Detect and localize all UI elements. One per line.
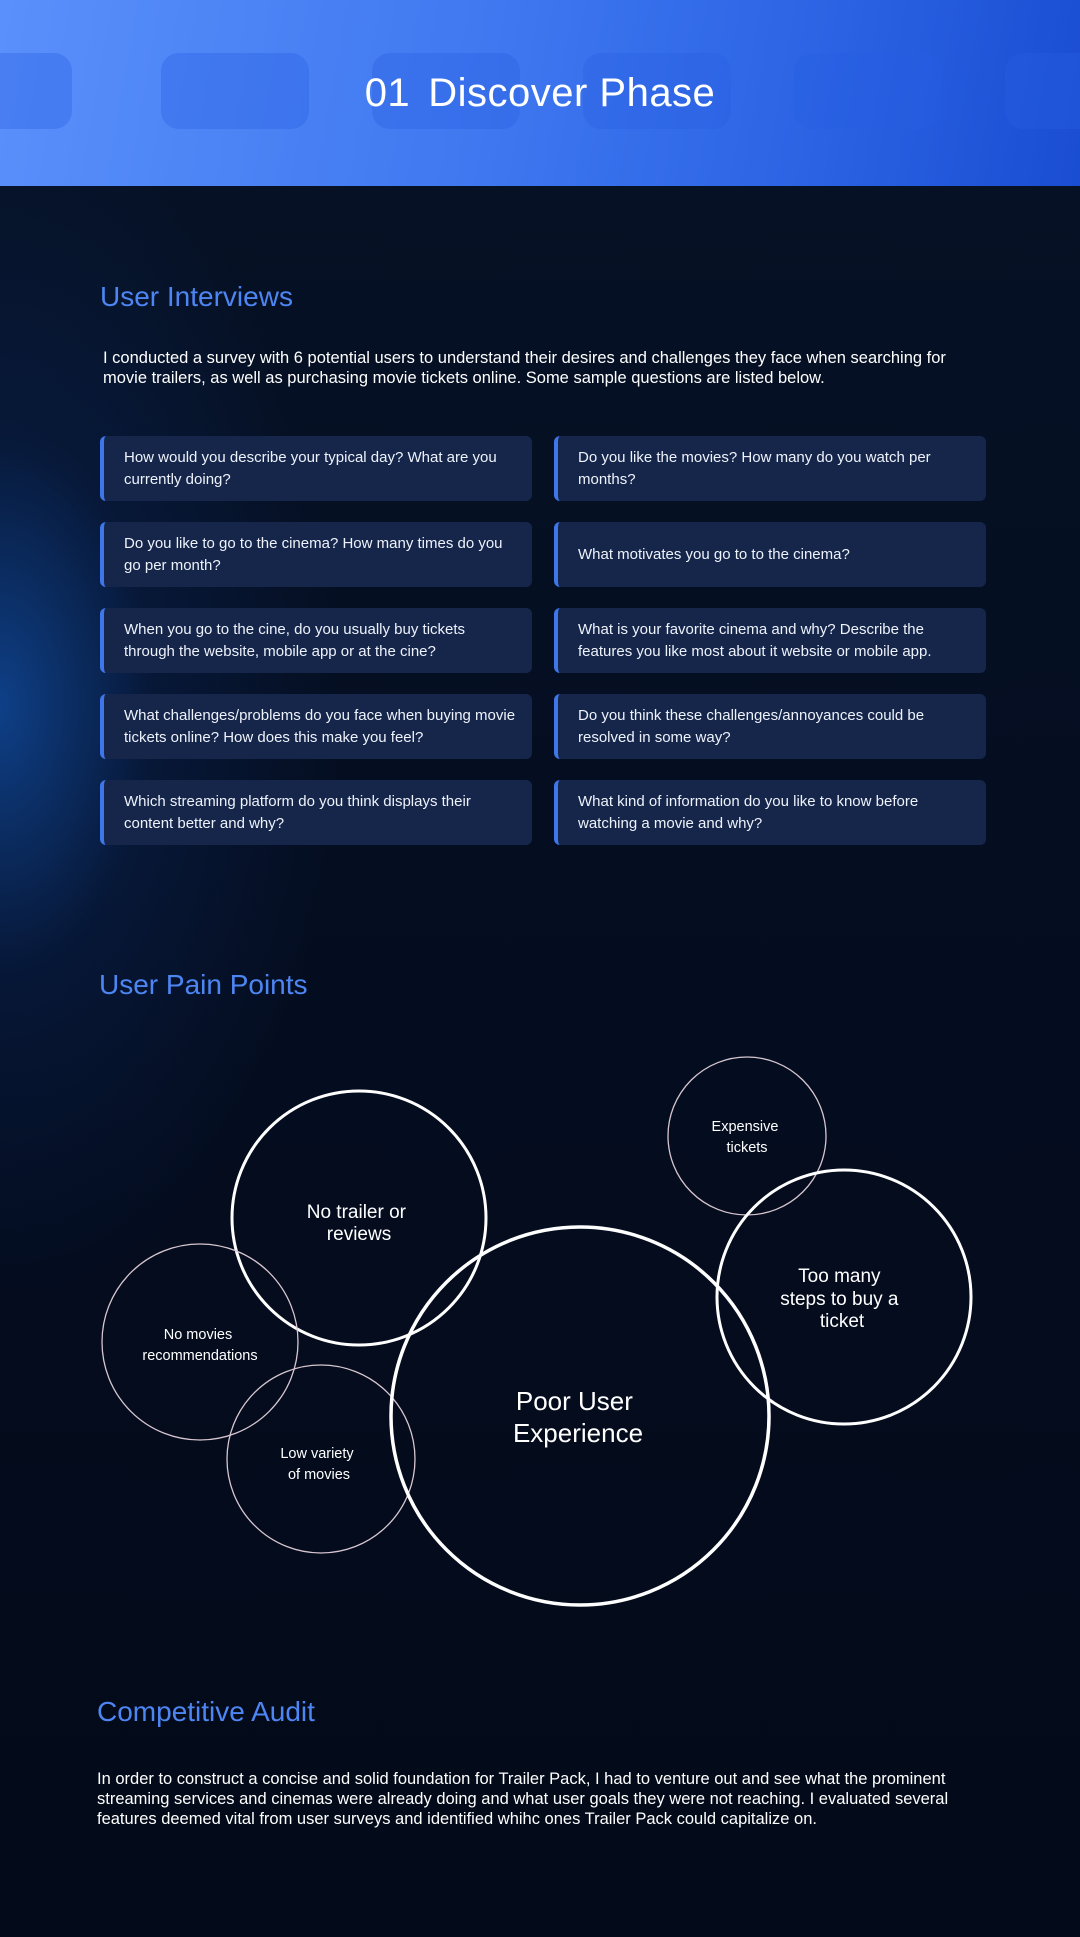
- question-card: What kind of information do you like to …: [554, 780, 986, 845]
- no-trailer-circle: [230, 1089, 488, 1347]
- low-variety-label: Low variety of movies: [280, 1446, 357, 1483]
- question-text: When you go to the cine, do you usually …: [124, 621, 466, 660]
- low-variety-circle: [226, 1364, 416, 1554]
- expensive-tickets-circle: [667, 1056, 827, 1216]
- question-card: Do you think these challenges/annoyances…: [554, 694, 986, 759]
- question-text: What is your favorite cinema and why? De…: [578, 621, 932, 660]
- question-text: Do you like the movies? How many do you …: [578, 449, 931, 488]
- no-trailer-label: No trailer or reviews: [307, 1202, 412, 1245]
- question-card: Do you like the movies? How many do you …: [554, 436, 986, 501]
- no-recommendations-label: No movies recommendations: [142, 1327, 257, 1364]
- expensive-tickets-label: Expensive tickets: [712, 1119, 783, 1156]
- question-card: What challenges/problems do you face whe…: [100, 694, 532, 759]
- competitive-audit-description: In order to construct a concise and soli…: [97, 1770, 949, 1828]
- too-many-steps-label: Too many steps to buy a ticket: [780, 1266, 904, 1332]
- question-card: Which streaming platform do you think di…: [100, 780, 532, 845]
- page-title: 01 Discover Phase: [0, 0, 1080, 186]
- pain-points-heading: User Pain Points: [99, 969, 308, 1000]
- interviews-description: I conducted a survey with 6 potential us…: [103, 349, 946, 387]
- poor-user-experience-label: Poor User Experience: [513, 1386, 643, 1448]
- question-card: What is your favorite cinema and why? De…: [554, 608, 986, 673]
- question-text: Do you think these challenges/annoyances…: [578, 707, 925, 746]
- phase-title: Discover Phase: [428, 70, 716, 115]
- too-many-steps-circle: [715, 1168, 973, 1426]
- decorative-tile: [1005, 53, 1080, 129]
- competitive-audit-heading: Competitive Audit: [97, 1696, 315, 1727]
- hero-banner: 01 Discover Phase: [0, 0, 1080, 186]
- question-text: What motivates you go to to the cinema?: [578, 545, 850, 563]
- poor-user-experience-circle: [389, 1225, 771, 1607]
- decorative-tile: [372, 53, 520, 129]
- question-card: What motivates you go to to the cinema?: [554, 522, 986, 587]
- pain-points-diagram: No trailer or reviews Expensive tickets …: [101, 1056, 973, 1607]
- no-recommendations-circle: [101, 1243, 299, 1441]
- decorative-tile: [0, 53, 72, 129]
- question-text: What challenges/problems do you face whe…: [124, 707, 516, 746]
- question-text: Do you like to go to the cinema? How man…: [124, 535, 503, 574]
- question-text: Which streaming platform do you think di…: [124, 793, 471, 832]
- decorative-tile: [161, 53, 309, 129]
- question-text: How would you describe your typical day?…: [124, 449, 497, 488]
- question-card: When you go to the cine, do you usually …: [100, 608, 532, 673]
- decorative-tile: [583, 53, 731, 129]
- question-card: How would you describe your typical day?…: [100, 436, 532, 501]
- question-text: What kind of information do you like to …: [578, 793, 919, 832]
- interviews-heading: User Interviews: [100, 281, 293, 312]
- question-card: Do you like to go to the cinema? How man…: [100, 522, 532, 587]
- decorative-tile: [794, 53, 942, 129]
- phase-number: 01: [364, 70, 411, 115]
- questions-grid: How would you describe your typical day?…: [100, 436, 986, 845]
